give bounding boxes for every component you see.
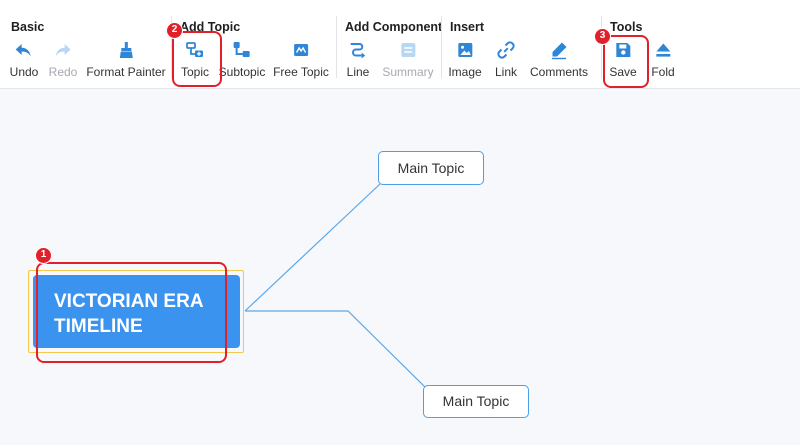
format-painter-label: Format Painter: [86, 65, 166, 79]
save-label: Save: [609, 65, 637, 79]
root-topic-node[interactable]: VICTORIAN ERA TIMELINE: [33, 275, 240, 348]
free-topic-label: Free Topic: [273, 65, 329, 79]
fold-button[interactable]: Fold: [651, 40, 675, 82]
line-icon: [351, 43, 366, 59]
image-icon: [457, 43, 472, 57]
separator: [171, 16, 172, 78]
connector-line-lower: [245, 310, 426, 388]
group-title-add-component: Add Component: [345, 20, 443, 34]
root-topic-line-1: VICTORIAN ERA: [54, 291, 204, 312]
root-topic-line-2: TIMELINE: [54, 316, 143, 337]
root-selection-frame: [28, 270, 244, 353]
connector-line-upper: [244, 183, 381, 312]
save-button[interactable]: Save: [609, 40, 637, 82]
group-title-tools: Tools: [610, 20, 643, 34]
free-topic-icon: [294, 44, 308, 56]
summary-button[interactable]: Summary: [382, 40, 434, 82]
comments-label: Comments: [529, 65, 589, 79]
format-painter-icon: [119, 42, 133, 58]
highlight-box-save-button: [603, 35, 649, 88]
line-label: Line: [346, 65, 370, 79]
redo-button[interactable]: Redo: [48, 40, 78, 82]
highlight-box-topic-button: [172, 31, 222, 87]
save-icon: [615, 43, 630, 57]
redo-label: Redo: [48, 65, 78, 79]
group-title-basic: Basic: [11, 20, 45, 34]
main-topic-label: Main Topic: [397, 160, 465, 176]
topic-button[interactable]: Topic: [181, 40, 209, 82]
main-topic-label: Main Topic: [442, 393, 510, 409]
annotation-badge-2: 2: [166, 22, 183, 39]
redo-icon: [56, 44, 71, 57]
link-icon: [497, 41, 515, 59]
image-button[interactable]: Image: [448, 40, 482, 82]
separator: [441, 16, 442, 78]
undo-icon: [16, 44, 31, 57]
annotation-badge-3: 3: [594, 28, 611, 45]
highlight-box-root-topic: [36, 262, 227, 363]
summary-label: Summary: [382, 65, 434, 79]
undo-label: Undo: [9, 65, 39, 79]
subtopic-button[interactable]: Subtopic: [218, 40, 266, 82]
main-topic-node-upper[interactable]: Main Topic: [378, 151, 484, 185]
comments-icon: [551, 42, 567, 60]
toolbar: Basic Undo Redo Format Painter Add Topic: [0, 0, 800, 89]
group-title-insert: Insert: [450, 20, 485, 34]
annotation-badge-1: 1: [35, 247, 52, 264]
line-button[interactable]: Line: [346, 40, 370, 82]
undo-button[interactable]: Undo: [9, 40, 39, 82]
summary-icon: [401, 43, 415, 57]
fold-icon: [656, 43, 670, 57]
separator: [336, 16, 337, 78]
subtopic-label: Subtopic: [218, 65, 266, 79]
separator: [601, 16, 602, 78]
comments-button[interactable]: Comments: [530, 40, 588, 82]
format-painter-button[interactable]: Format Painter: [86, 40, 166, 82]
group-title-add-topic: Add Topic: [180, 20, 241, 34]
topic-icon: [186, 42, 203, 57]
link-label: Link: [494, 65, 518, 79]
topic-label: Topic: [180, 65, 210, 79]
connector-lines: [244, 183, 426, 388]
main-topic-node-lower[interactable]: Main Topic: [423, 385, 529, 418]
free-topic-button[interactable]: Free Topic: [273, 40, 329, 82]
subtopic-icon: [233, 42, 250, 57]
image-label: Image: [448, 65, 482, 79]
fold-label: Fold: [651, 65, 675, 79]
mindmap-canvas[interactable]: VICTORIAN ERA TIMELINE Main Topic Main T…: [0, 89, 800, 445]
link-button[interactable]: Link: [495, 40, 517, 82]
